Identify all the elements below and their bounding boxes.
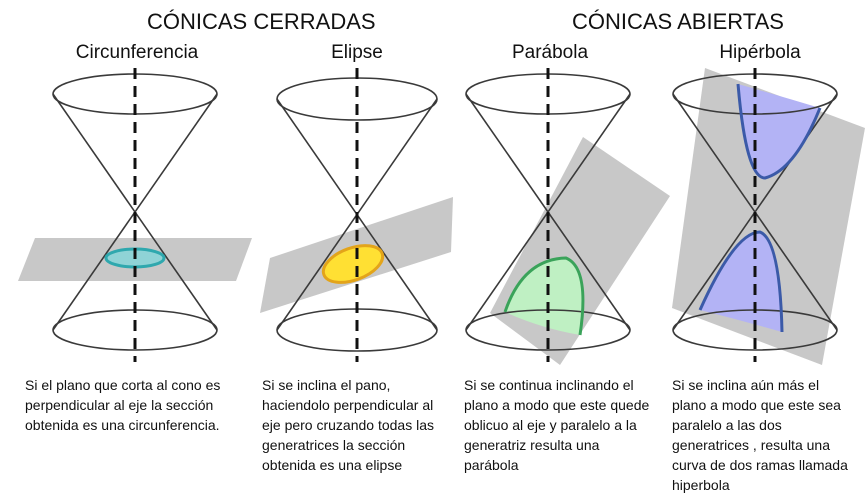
title-parabola: Parábola	[511, 42, 589, 63]
panel-hyperbola	[672, 68, 865, 365]
title-circumference: Circunferencia	[75, 42, 199, 63]
hyperbola-lower-branch	[700, 232, 782, 332]
description-hyperbola: Si se inclina aún más el plano a modo qu…	[672, 377, 848, 493]
panel-parabola	[465, 68, 670, 365]
title-hyperbola: Hipérbola	[719, 42, 801, 63]
hyperbola-lower-curve	[698, 230, 784, 333]
title-ellipse: Elipse	[331, 42, 383, 63]
parabola-curve	[503, 256, 585, 336]
ellipse-section	[321, 244, 385, 284]
header-closed-conics: CÓNICAS CERRADAS	[147, 9, 376, 34]
panel-ellipse	[260, 68, 453, 362]
header-open-conics: CÓNICAS ABIERTAS	[572, 9, 784, 34]
panel-circumference	[18, 68, 252, 362]
hyperbola-upper-branch	[738, 84, 820, 178]
description-ellipse: Si se inclina el pano, haciendolo perpen…	[262, 377, 434, 473]
description-circumference: Si el plano que corta al cono es perpend…	[25, 377, 221, 433]
hyperbola-upper-curve	[736, 83, 822, 180]
description-parabola: Si se continua inclinando el plano a mod…	[464, 377, 650, 473]
